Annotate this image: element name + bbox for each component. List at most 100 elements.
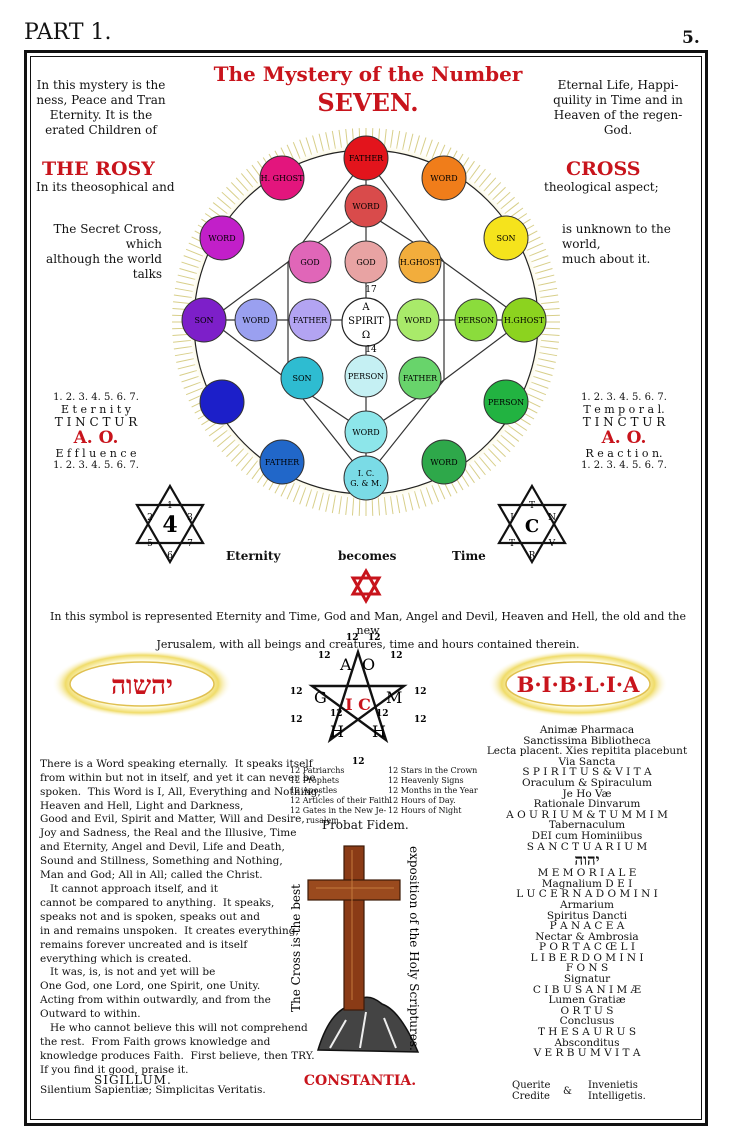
svg-text:12: 12 <box>414 687 427 697</box>
biblia-title: B·I·B·L·I·A <box>517 672 640 697</box>
svg-text:12: 12 <box>330 709 343 719</box>
inner-node <box>344 184 388 228</box>
outer-node <box>501 297 547 343</box>
svg-text:T: T <box>529 501 535 511</box>
center-omega: Ω <box>362 330 370 341</box>
outer-node-label: I. C. <box>358 469 375 478</box>
tincture-left: 1. 2. 3. 4. 5. 6. 7. E t e r n i t y T I… <box>53 392 139 471</box>
svg-text:H: H <box>372 722 386 741</box>
hexagram-left <box>135 483 205 565</box>
svg-text:12: 12 <box>390 651 403 661</box>
svg-text:5: 5 <box>147 539 153 549</box>
outer-node-label: FATHER <box>265 458 300 467</box>
inner-node-label: GOD <box>300 258 319 267</box>
inner-node <box>398 240 442 284</box>
hebrew-oval-inner <box>69 661 215 707</box>
intro-right: Eternal Life, Happi-quility in Time and … <box>553 78 683 137</box>
inner-node <box>454 298 498 342</box>
svg-text:M: M <box>386 688 402 707</box>
inner-node <box>234 298 278 342</box>
svg-text:12: 12 <box>352 757 365 767</box>
svg-text:T: T <box>509 539 515 549</box>
biblia-end-amp: & <box>563 1086 572 1097</box>
svg-text:2: 2 <box>147 513 153 523</box>
time-label: Time <box>452 549 486 563</box>
svg-text:6: 6 <box>167 551 173 561</box>
outer-node <box>199 379 245 425</box>
inner-node-label: FATHER <box>293 316 328 325</box>
biblia-oval-inner <box>505 661 651 707</box>
outer-node-label: SON <box>496 234 515 243</box>
svg-text:V: V <box>548 539 556 549</box>
page-number: 5. <box>682 28 700 48</box>
cross-title: CROSS <box>566 158 641 180</box>
hexagram-right-points: T N I T R V <box>509 501 556 561</box>
outer-node <box>483 379 529 425</box>
outer-node <box>181 297 227 343</box>
svg-text:O: O <box>362 655 375 674</box>
svg-text:7: 7 <box>187 539 193 549</box>
svg-text:G: G <box>314 688 327 707</box>
outer-node <box>343 455 389 501</box>
wooden-cross-icon <box>307 845 420 1053</box>
pentagram-twelves: 12 12 12 12 12 12 12 12 12 12 12 <box>290 633 427 767</box>
inner-node <box>288 240 332 284</box>
probat-fidem: Probat Fidem. <box>322 818 409 832</box>
svg-text:H: H <box>330 722 344 741</box>
center-a: A <box>361 302 370 313</box>
inner-node-label: SON <box>292 374 311 383</box>
cross-left-text: The Cross is the best <box>289 884 303 1012</box>
inner-node-label: WORD <box>404 316 431 325</box>
hebrew-name: יהשוה <box>111 671 173 701</box>
outer-node-label: H. GHOST <box>261 174 304 183</box>
constantia: CONSTANTIA. <box>303 1073 417 1089</box>
inner-node-label: WORD <box>352 428 379 437</box>
inner-node <box>280 356 324 400</box>
part-label: PART 1. <box>24 20 112 45</box>
inner-node-label: WORD <box>242 316 269 325</box>
svg-text:12: 12 <box>376 709 389 719</box>
svg-text:I C: I C <box>345 695 371 714</box>
rosy-title: THE ROSY <box>42 158 155 180</box>
inner-node <box>396 298 440 342</box>
center-num-bottom: 14 <box>365 345 377 355</box>
outer-node-label: FATHER <box>349 154 384 163</box>
svg-text:12: 12 <box>290 715 303 725</box>
red-star-icon <box>350 567 382 605</box>
outer-node-label: PERSON <box>488 398 524 407</box>
inner-node-label: WORD <box>352 202 379 211</box>
secret-right: is unknown to the world,much about it. <box>562 222 671 266</box>
svg-text:12: 12 <box>414 715 427 725</box>
svg-text:N: N <box>548 513 556 523</box>
outer-node-label: H.GHOST <box>504 316 545 325</box>
svg-text:12: 12 <box>290 687 303 697</box>
title-line2: SEVEN. <box>317 88 419 117</box>
center-num-top: 17 <box>365 285 377 295</box>
word-text: There is a Word speaking eternally. It s… <box>40 757 321 1096</box>
page-frame-inner <box>30 56 702 1120</box>
pentagram-letters: A O G M I C H H <box>314 655 402 741</box>
inner-node-label: FATHER <box>403 374 438 383</box>
inner-node-label: PERSON <box>458 316 494 325</box>
svg-text:I: I <box>510 513 514 523</box>
cross-sub: theological aspect; <box>544 180 659 194</box>
inner-node <box>288 298 332 342</box>
outer-node <box>199 215 245 261</box>
tincture-right: 1. 2. 3. 4. 5. 6. 7. T e m p o r a l. T … <box>581 392 667 471</box>
svg-text:12: 12 <box>318 651 331 661</box>
outer-node-label: WORD <box>430 458 457 467</box>
outer-node <box>483 215 529 261</box>
svg-text:12: 12 <box>368 633 381 643</box>
center-spirit: SPIRIT <box>348 316 384 327</box>
inner-node-label: PERSON <box>348 372 384 381</box>
hexagram-left-points: 1 2 3 5 6 7 <box>147 501 193 561</box>
